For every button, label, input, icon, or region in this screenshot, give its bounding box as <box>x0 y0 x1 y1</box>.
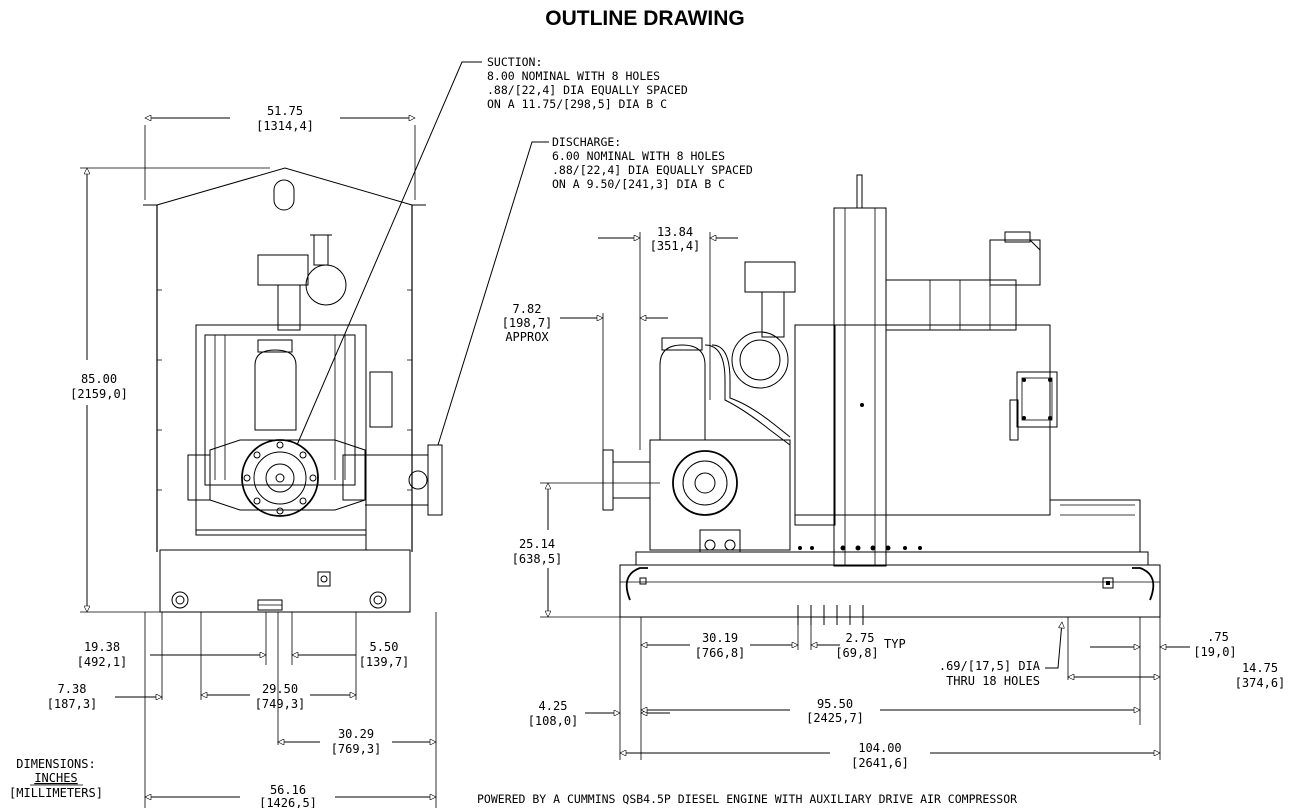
dim-7-82-mm: [198,7] <box>502 316 553 330</box>
side-air-cleaner-icon <box>744 261 796 293</box>
units-legend-inches: INCHES <box>34 771 77 785</box>
side-suction-flange-icon <box>602 449 614 511</box>
dim-5-50-mm: [139,7] <box>359 655 410 669</box>
units-legend-title: DIMENSIONS: <box>16 757 95 771</box>
suction-line2: .88/[22,4] DIA EQUALLY SPACED <box>487 83 688 97</box>
dim-19-38-mm: [492,1] <box>77 655 128 669</box>
discharge-line3: ON A 9.50/[241,3] DIA B C <box>552 177 725 191</box>
dim-2-75-in: 2.75 <box>846 631 875 645</box>
dim-95-50-mm: [2425,7] <box>806 711 864 725</box>
dim-5-50-in: 5.50 <box>370 640 399 654</box>
discharge-line2: .88/[22,4] DIA EQUALLY SPACED <box>552 163 753 177</box>
side-view-dimensions: 13.84 [351,4] 7.82 [198,7] APPROX 25.14 … <box>502 225 1286 770</box>
dim-4-25-mm: [108,0] <box>528 714 579 728</box>
dim-13-84-in: 13.84 <box>657 225 693 239</box>
discharge-callout: DISCHARGE: 6.00 NOMINAL WITH 8 HOLES .88… <box>437 135 753 446</box>
dim-104-00-in: 104.00 <box>858 741 901 755</box>
air-cleaner-icon <box>257 254 309 286</box>
skid-hole-left-icon <box>171 591 189 609</box>
dim-0-75-mm: [19,0] <box>1193 645 1236 659</box>
exhaust-stack-icon <box>313 234 329 266</box>
dim-height-mm: [2159,0] <box>70 387 128 401</box>
dim-7-82-note: APPROX <box>505 330 549 344</box>
dim-95-50-in: 95.50 <box>817 697 853 711</box>
dim-4-25-in: 4.25 <box>539 699 568 713</box>
front-view-dimensions: 51.75 [1314,4] 85.00 [2159,0] 19.38 [492… <box>47 104 436 808</box>
engine-top-cap-icon <box>1004 231 1031 243</box>
suction-line1: 8.00 NOMINAL WITH 8 HOLES <box>487 69 660 83</box>
dim-29-50-mm: [749,3] <box>255 697 306 711</box>
units-legend: DIMENSIONS: INCHES [MILLIMETERS] <box>9 757 103 800</box>
dim-7-38-mm: [187,3] <box>47 697 98 711</box>
footer-note: POWERED BY A CUMMINS QSB4.5P DIESEL ENGI… <box>477 792 1017 806</box>
suction-flange-icon <box>241 439 319 517</box>
drawing-title: OUTLINE DRAWING <box>545 7 745 30</box>
control-box-icon <box>1016 371 1058 428</box>
lifting-eye-icon <box>273 179 295 211</box>
compressor-canister-icon <box>254 349 297 431</box>
dim-2-75-mm: [69,8] <box>835 646 878 660</box>
suction-line3: ON A 11.75/[298,5] DIA B C <box>487 97 667 111</box>
units-legend-millimeters: [MILLIMETERS] <box>9 786 103 800</box>
dim-width-top-mm: [1314,4] <box>256 119 314 133</box>
side-pump-flange-icon <box>672 450 738 516</box>
skid-handle-right-icon <box>1132 567 1155 601</box>
dim-2-75-note: TYP <box>884 637 906 651</box>
dim-25-14-mm: [638,5] <box>512 552 563 566</box>
skid-handle-left-icon <box>625 567 648 601</box>
dim-13-84-mm: [351,4] <box>650 239 701 253</box>
dim-width-overall-mm: [1426,5] <box>259 796 317 808</box>
dim-30-29-in: 30.29 <box>338 727 374 741</box>
front-view <box>143 167 443 665</box>
side-compressor-canister-icon <box>659 344 706 441</box>
suction-title: SUCTION: <box>487 55 542 69</box>
side-filter-housing-icon <box>731 331 789 389</box>
vertical-mast-icon <box>833 207 887 567</box>
side-view <box>602 174 1161 618</box>
dim-104-00-mm: [2641,6] <box>851 756 909 770</box>
dim-30-29-mm: [769,3] <box>331 742 382 756</box>
dim-30-19-in: 30.19 <box>702 631 738 645</box>
discharge-line1: 6.00 NOMINAL WITH 8 HOLES <box>552 149 725 163</box>
dim-0-75-in: .75 <box>1207 630 1229 644</box>
dim-14-75-mm: [374,6] <box>1235 676 1286 690</box>
dim-7-38-in: 7.38 <box>58 682 87 696</box>
dim-30-19-mm: [766,8] <box>695 646 746 660</box>
dim-25-14-in: 25.14 <box>519 537 555 551</box>
dim-19-38-in: 19.38 <box>84 640 120 654</box>
dim-29-50-in: 29.50 <box>262 682 298 696</box>
holes-callout-line2: THRU 18 HOLES <box>946 674 1040 688</box>
suction-callout: SUCTION: 8.00 NOMINAL WITH 8 HOLES .88/[… <box>296 55 688 446</box>
dim-14-75-in: 14.75 <box>1242 661 1278 675</box>
discharge-title: DISCHARGE: <box>552 135 621 149</box>
dim-7-82-in: 7.82 <box>513 302 542 316</box>
dim-width-overall-in: 56.16 <box>270 783 306 797</box>
dim-width-top-in: 51.75 <box>267 104 303 118</box>
skid-hole-right-icon <box>369 591 387 609</box>
holes-callout-line1: .69/[17,5] DIA <box>939 659 1041 673</box>
dim-height-in: 85.00 <box>81 372 117 386</box>
